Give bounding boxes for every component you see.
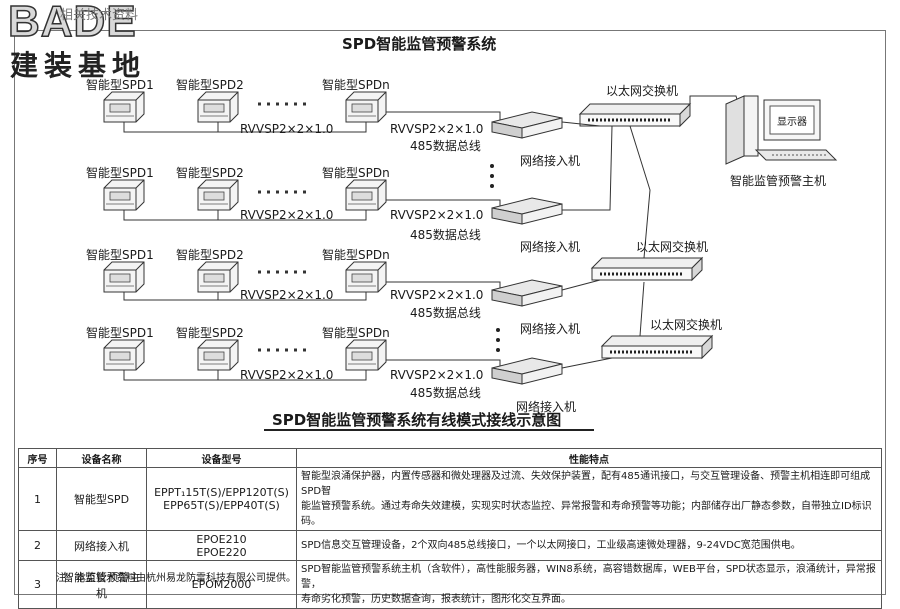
spd2-label: 智能型SPD2	[176, 326, 244, 340]
spdn-label: 智能型SPDn	[322, 248, 390, 262]
net-access-label: 网络接入机	[520, 322, 581, 336]
caption-underline	[264, 429, 594, 431]
row-1	[103, 91, 563, 139]
ethernet-switch-3	[600, 334, 714, 360]
spd1-label: 智能型SPD1	[86, 166, 154, 180]
col-header: 序号	[18, 448, 57, 468]
bade-logo: BADE	[7, 0, 137, 46]
spd-device-2	[197, 339, 239, 371]
spd-device-2	[197, 261, 239, 293]
bus-label: 485数据总线	[410, 386, 481, 400]
system-title: SPD智能监管预警系统	[342, 35, 497, 53]
spdn-label: 智能型SPDn	[322, 166, 390, 180]
host-label: 智能监管预警主机	[730, 174, 827, 188]
table-header-row: 序号 设备名称 设备型号 性能特点	[18, 448, 882, 468]
net-access-label: 网络接入机	[520, 154, 581, 168]
footnote: 注：本页技术资料由杭州易龙防雷科技有限公司提供。	[56, 573, 296, 584]
spd2-label: 智能型SPD2	[176, 166, 244, 180]
spd-device-2	[197, 179, 239, 211]
device-features: SPD信息交互管理设备，2个双向485总线接口，一个以太网接口，工业级高速微处理…	[296, 530, 882, 561]
bus-label: 485数据总线	[410, 306, 481, 320]
spd-device-n	[345, 261, 387, 293]
bus-label: 485数据总线	[410, 228, 481, 242]
diagram-caption: SPD智能监管预警系统有线模式接线示意图	[272, 411, 562, 429]
net-access-label: 网络接入机	[516, 400, 577, 414]
device-name: 智能监管预警主机	[56, 560, 147, 609]
network-access-unit	[491, 111, 563, 139]
spd-device-1	[103, 261, 145, 293]
ethernet-switch-1	[578, 102, 692, 128]
device-name: 网络接入机	[56, 530, 147, 561]
cable-label: RVVSP2×2×1.0	[390, 122, 484, 136]
row-number: 3	[18, 560, 57, 609]
ethernet-switch-2	[590, 256, 704, 282]
cable-label: RVVSP2×2×1.0	[390, 368, 484, 382]
col-header: 性能特点	[296, 448, 882, 468]
device-features: 智能型浪涌保护器，内置传感器和微处理器及过流、失效保护装置，配有485通讯接口，…	[296, 467, 882, 531]
table-row: 3 智能监管预警主机 EPOM2000 SPD智能监管预警系统主机（含软件），高…	[18, 560, 882, 609]
col-header: 设备名称	[56, 448, 147, 468]
col-header: 设备型号	[146, 448, 297, 468]
spd-device-1	[103, 91, 145, 123]
cable-label: RVVSP2×2×1.0	[240, 208, 334, 222]
watermark-text: 相关技术资料	[60, 8, 139, 23]
spd2-label: 智能型SPD2	[176, 248, 244, 262]
network-access-unit	[491, 197, 563, 225]
host-computer	[725, 95, 838, 165]
spd-device-n	[345, 179, 387, 211]
switch-label: 以太网交换机	[606, 84, 679, 98]
switch-label: 以太网交换机	[636, 240, 709, 254]
spd1-label: 智能型SPD1	[86, 326, 154, 340]
cable-label: RVVSP2×2×1.0	[390, 208, 484, 222]
device-model: EPPT₁15T(S)/EPP120T(S) EPP65T(S)/EPP40T(…	[146, 467, 297, 531]
spdn-label: 智能型SPDn	[322, 78, 390, 92]
spd-device-1	[103, 339, 145, 371]
logo-chinese-text: 建装基地	[10, 49, 147, 82]
table-row: 2 网络接入机 EPOE210 EPOE220 SPD信息交互管理设备，2个双向…	[18, 530, 882, 561]
row-2	[103, 179, 563, 225]
cable-label: RVVSP2×2×1.0	[240, 288, 334, 302]
ellipsis-dots	[490, 164, 500, 352]
switch-label: 以太网交换机	[650, 318, 723, 332]
network-access-unit	[491, 279, 563, 307]
network-access-unit	[491, 357, 563, 385]
spd-device-n	[345, 91, 387, 123]
row-3	[103, 261, 563, 307]
device-features: SPD智能监管预警系统主机（含软件），高性能服务器，WIN8系统，高容错数据库，…	[296, 560, 882, 609]
bus-label: 485数据总线	[410, 139, 481, 153]
row-4	[103, 339, 563, 385]
spd-device-n	[345, 339, 387, 371]
device-name: 智能型SPD	[56, 467, 147, 531]
equipment-table: 序号 设备名称 设备型号 性能特点 1 智能型SPD EPPT₁15T(S)/E…	[18, 448, 882, 609]
net-access-label: 网络接入机	[520, 240, 581, 254]
row-number: 1	[18, 467, 57, 531]
spd-device-2	[197, 91, 239, 123]
device-model: EPOE210 EPOE220	[146, 530, 297, 561]
cable-label: RVVSP2×2×1.0	[240, 122, 334, 136]
spd2-label: 智能型SPD2	[176, 78, 244, 92]
table-row: 1 智能型SPD EPPT₁15T(S)/EPP120T(S) EPP65T(S…	[18, 467, 882, 531]
row-number: 2	[18, 530, 57, 561]
monitor-label: 显示器	[777, 117, 807, 128]
spdn-label: 智能型SPDn	[322, 326, 390, 340]
cable-label: RVVSP2×2×1.0	[240, 368, 334, 382]
spd1-label: 智能型SPD1	[86, 248, 154, 262]
cable-label: RVVSP2×2×1.0	[390, 288, 484, 302]
wiring-diagram	[103, 91, 838, 385]
spd-device-1	[103, 179, 145, 211]
device-model: EPOM2000	[146, 560, 297, 609]
spd1-label: 智能型SPD1	[86, 78, 154, 92]
